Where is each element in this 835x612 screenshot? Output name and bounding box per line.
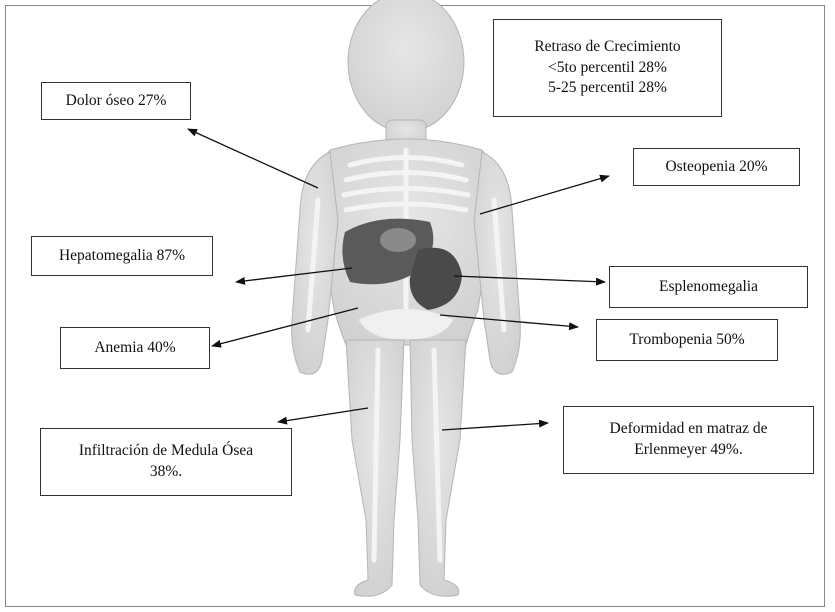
- marrow-infiltration-box: Infiltración de Medula Ósea 38%.: [40, 428, 292, 496]
- osteopenia-label: Osteopenia 20%: [665, 157, 767, 178]
- thrombopenia-box: Trombopenia 50%: [596, 319, 778, 361]
- head-shape: [348, 0, 464, 132]
- marrow-line-2: 38%.: [150, 462, 182, 483]
- bone-pain-label: Dolor óseo 27%: [66, 91, 167, 112]
- marrow-line-1: Infiltración de Medula Ósea: [79, 441, 253, 462]
- arrow-bone-pain: [188, 129, 318, 188]
- erlenmeyer-line-1: Deformidad en matraz de: [610, 419, 768, 440]
- hepatomegaly-label: Hepatomegalia 87%: [59, 246, 185, 267]
- osteopenia-box: Osteopenia 20%: [633, 148, 800, 186]
- growth-title: Retraso de Crecimiento: [534, 37, 680, 58]
- bone-pain-box: Dolor óseo 27%: [41, 82, 191, 120]
- splenomegaly-box: Esplenomegalia: [609, 266, 808, 308]
- thrombopenia-label: Trombopenia 50%: [629, 330, 744, 351]
- erlenmeyer-line-2: Erlenmeyer 49%.: [634, 440, 742, 461]
- growth-retardation-box: Retraso de Crecimiento <5to percentil 28…: [493, 19, 722, 117]
- anemia-label: Anemia 40%: [94, 338, 175, 359]
- erlenmeyer-box: Deformidad en matraz de Erlenmeyer 49%.: [563, 406, 814, 474]
- stomach-shape: [380, 228, 416, 252]
- splenomegaly-label: Esplenomegalia: [659, 277, 758, 298]
- hepatomegaly-box: Hepatomegalia 87%: [31, 236, 213, 276]
- growth-line-2: 5-25 percentil 28%: [548, 78, 667, 99]
- anemia-box: Anemia 40%: [60, 327, 210, 369]
- arrow-anemia: [212, 308, 358, 346]
- growth-line-1: <5to percentil 28%: [548, 58, 667, 79]
